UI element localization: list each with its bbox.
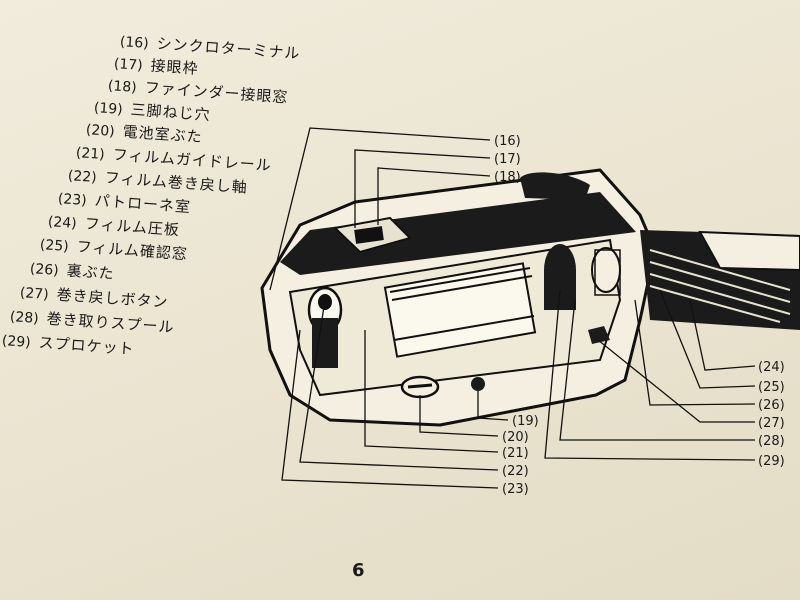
callout-27: (27) xyxy=(758,416,785,431)
callout-21: (21) xyxy=(502,446,529,461)
callout-23: (23) xyxy=(502,482,529,497)
eyepiece-frame xyxy=(332,216,412,254)
top-plate xyxy=(280,192,636,275)
page-number: 6 xyxy=(352,560,365,581)
tripod-socket xyxy=(471,377,485,391)
callout-20: (20) xyxy=(502,430,529,445)
film-canister xyxy=(307,286,343,368)
callout-28: (28) xyxy=(758,434,785,449)
rewind-button xyxy=(588,326,610,344)
callout-29: (29) xyxy=(758,454,785,469)
callout-18: (18) xyxy=(494,170,521,185)
callout-19: (19) xyxy=(512,414,539,429)
callout-25: (25) xyxy=(758,380,785,395)
callout-17: (17) xyxy=(494,152,521,167)
callout-26: (26) xyxy=(758,398,785,413)
callout-22: (22) xyxy=(502,464,529,479)
film-chamber xyxy=(288,238,622,397)
callout-16: (16) xyxy=(494,134,521,149)
callout-24: (24) xyxy=(758,360,785,375)
rewind-crank xyxy=(520,172,590,200)
back-door xyxy=(640,230,800,330)
leader-lines xyxy=(269,127,756,489)
